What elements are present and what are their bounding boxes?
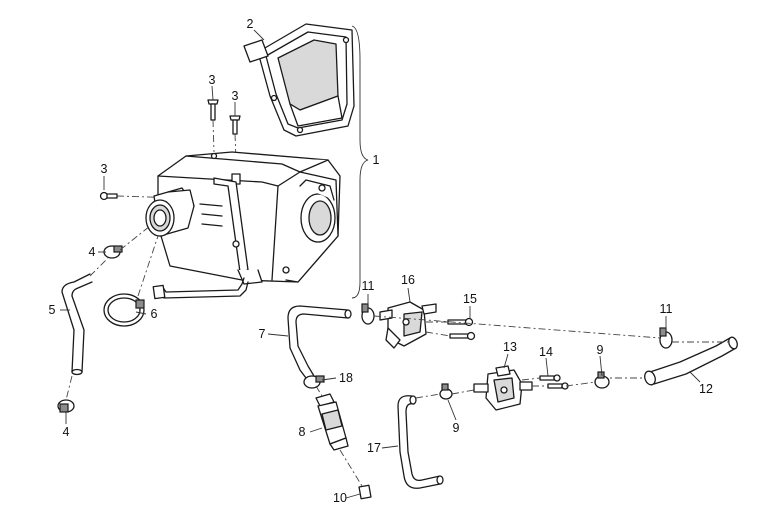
callout-15: 15 — [463, 292, 477, 306]
callout-2: 2 — [247, 17, 254, 31]
callout-14: 14 — [539, 345, 553, 359]
callout-12: 12 — [699, 382, 713, 396]
callout-18: 18 — [339, 371, 353, 385]
callout-10: 10 — [333, 491, 347, 505]
callout-16: 16 — [401, 273, 415, 287]
bolts-14 — [539, 374, 569, 390]
hose-7 — [287, 305, 352, 379]
hose-clamp-18 — [303, 375, 325, 389]
callout-11: 11 — [660, 302, 673, 316]
air-box-housing — [157, 151, 341, 285]
valve-16 — [379, 301, 437, 349]
callout-8: 8 — [299, 425, 306, 439]
callout-6: 6 — [151, 307, 158, 321]
housing-drain-tube — [152, 277, 249, 300]
hose-clamp-4-lower — [57, 399, 75, 413]
callout-5: 5 — [49, 303, 56, 317]
callout-13: 13 — [503, 340, 517, 354]
bolts-15 — [447, 317, 476, 341]
screw-3-left — [99, 191, 118, 201]
clamp-ring-6 — [103, 293, 145, 327]
hose-12 — [644, 336, 738, 386]
callout-9: 9 — [453, 421, 460, 435]
callout-7: 7 — [259, 327, 266, 341]
valve-13 — [473, 365, 533, 411]
callout-3: 3 — [209, 73, 216, 87]
screw-3-top-right — [229, 115, 241, 135]
hose-clamp-4-upper — [103, 245, 123, 259]
callout-3: 3 — [232, 89, 239, 103]
filter-8 — [315, 393, 349, 451]
hose-17 — [397, 395, 444, 489]
callout-9: 9 — [597, 343, 604, 357]
hose-5 — [61, 273, 93, 376]
callout-3: 3 — [101, 162, 108, 176]
screw-3-top-left — [207, 99, 219, 121]
hose-clamp-9-left — [439, 383, 453, 400]
callout-4: 4 — [63, 425, 70, 439]
cap-10 — [358, 484, 372, 500]
callout-11: 11 — [362, 279, 375, 293]
callout-17: 17 — [367, 441, 381, 455]
callout-1: 1 — [373, 153, 380, 167]
air-filter-cover — [243, 23, 355, 137]
callout-4: 4 — [89, 245, 96, 259]
hose-clamp-9-right — [594, 371, 610, 389]
intake-duct — [145, 187, 195, 237]
